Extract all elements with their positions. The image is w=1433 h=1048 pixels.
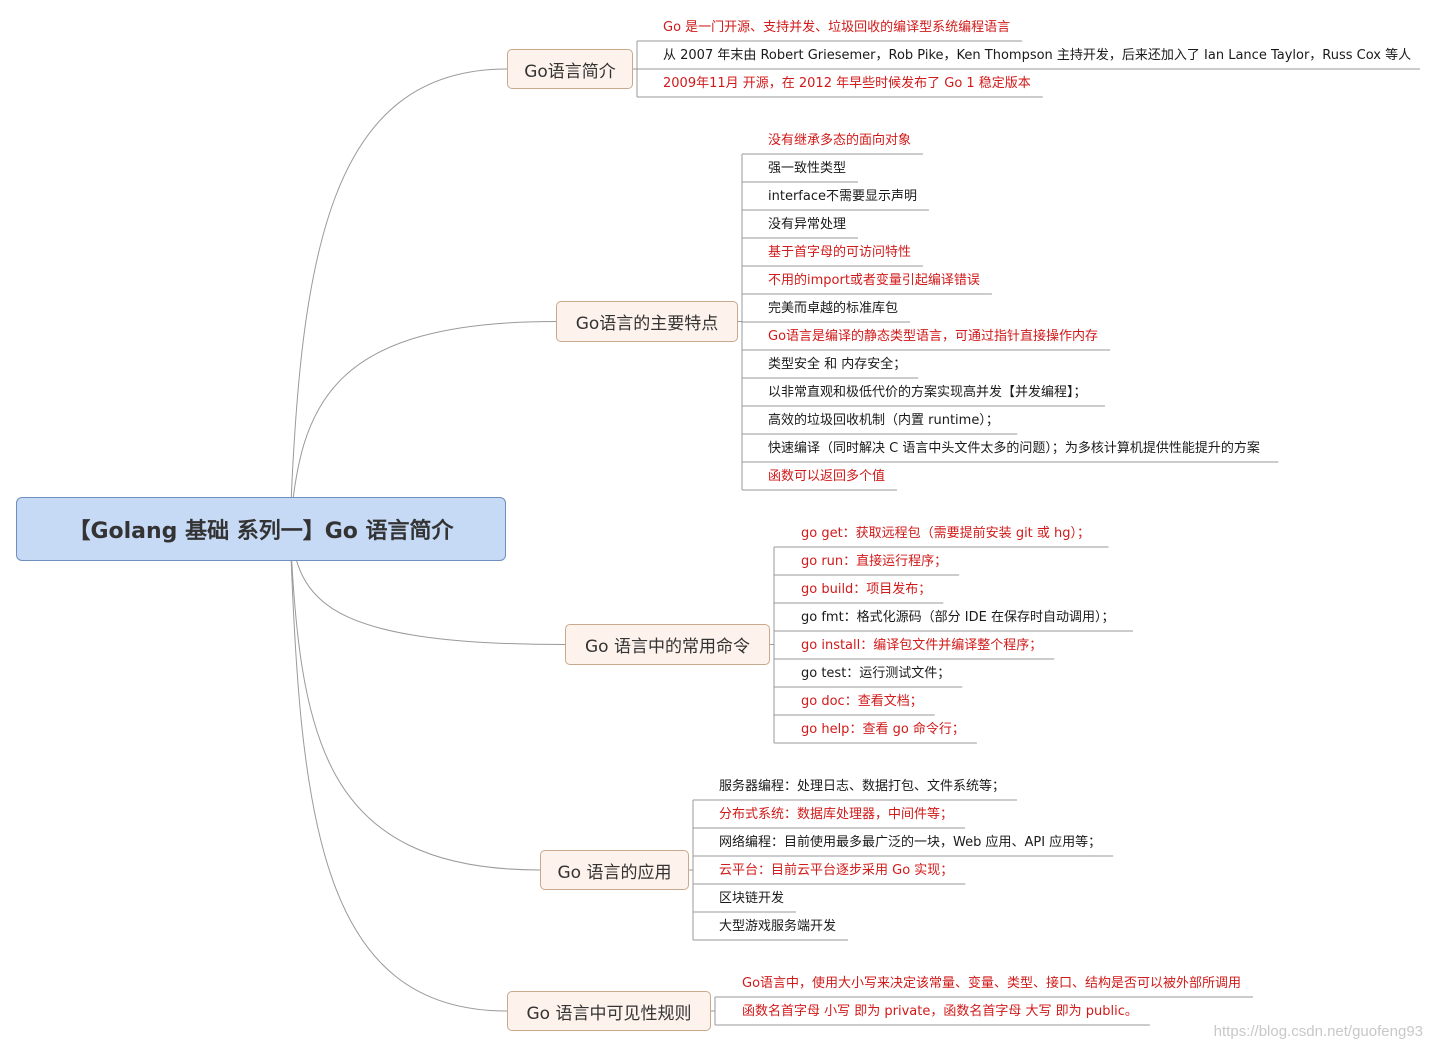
leaf-item[interactable]: 从 2007 年末由 Robert Griesemer，Rob Pike，Ken… [663, 48, 1412, 63]
leaf-item[interactable]: 网络编程：目前使用最多最广泛的一块，Web 应用、API 应用等； [719, 835, 1102, 850]
leaf-item[interactable]: 基于首字母的可访问特性 [768, 245, 912, 260]
leaf-item[interactable]: Go 是一门开源、支持并发、垃圾回收的编译型系统编程语言 [663, 20, 1011, 35]
watermark: https://blog.csdn.net/guofeng93 [1213, 1023, 1423, 1040]
leaf-item[interactable]: interface不需要显示声明 [768, 189, 917, 204]
leaf-item[interactable]: 高效的垃圾回收机制（内置 runtime）； [768, 413, 999, 428]
leaf-item[interactable]: 没有继承多态的面向对象 [768, 133, 912, 148]
leaf-item[interactable]: 以非常直观和极低代价的方案实现高并发【并发编程】； [768, 385, 1087, 400]
leaf-item[interactable]: 完美而卓越的标准库包 [768, 301, 899, 316]
branch-label: Go语言的主要特点 [575, 314, 719, 334]
branch-label: Go语言简介 [524, 61, 616, 82]
leaf-item[interactable]: 区块链开发 [719, 891, 785, 906]
connector-root-to-branch [289, 528, 508, 1012]
leaf-item[interactable]: 函数名首字母 小写 即为 private，函数名首字母 大写 即为 public… [742, 1004, 1138, 1019]
leaf-item[interactable]: go fmt：格式化源码（部分 IDE 在保存时自动调用）； [801, 610, 1115, 625]
leaf-item[interactable]: go install：编译包文件并编译整个程序； [801, 638, 1043, 653]
leaf-item[interactable]: 类型安全 和 内存安全； [768, 357, 907, 372]
branch-node-applications[interactable]: Go 语言的应用 [540, 850, 689, 890]
root-node[interactable]: 【Golang 基础 系列一】Go 语言简介 [16, 497, 506, 561]
branch-node-commands[interactable]: Go 语言中的常用命令 [565, 624, 770, 665]
connector-root-to-branch [289, 528, 541, 871]
leaf-item[interactable]: 强一致性类型 [768, 161, 847, 176]
leaf-item[interactable]: 2009年11月 开源，在 2012 年早些时候发布了 Go 1 稳定版本 [663, 76, 1031, 91]
branch-label: Go 语言的应用 [557, 862, 672, 883]
leaf-item[interactable]: Go语言是编译的静态类型语言，可通过指针直接操作内存 [768, 329, 1099, 344]
leaf-item[interactable]: go doc：查看文档； [801, 694, 923, 709]
connector-root-to-branch [289, 68, 508, 530]
leaf-item[interactable]: 云平台：目前云平台逐步采用 Go 实现； [719, 863, 954, 878]
leaf-item[interactable]: 大型游戏服务端开发 [719, 919, 837, 934]
leaf-item[interactable]: 服务器编程：处理日志、数据打包、文件系统等； [719, 779, 1006, 794]
branch-node-visibility[interactable]: Go 语言中可见性规则 [507, 991, 711, 1031]
leaf-item[interactable]: go test：运行测试文件； [801, 666, 951, 681]
branch-label: Go 语言中可见性规则 [526, 1003, 692, 1024]
leaf-item[interactable]: go run：直接运行程序； [801, 554, 948, 569]
leaf-item[interactable]: Go语言中，使用大小写来决定该常量、变量、类型、接口、结构是否可以被外部所调用 [742, 976, 1242, 991]
leaf-item[interactable]: 没有异常处理 [768, 217, 847, 232]
leaf-item[interactable]: 分布式系统：数据库处理器，中间件等； [719, 807, 954, 822]
branch-node-intro[interactable]: Go语言简介 [507, 49, 633, 89]
leaf-item[interactable]: go get：获取远程包（需要提前安装 git 或 hg）； [801, 526, 1091, 541]
leaf-item[interactable]: 函数可以返回多个值 [768, 469, 886, 484]
branch-label: Go 语言中的常用命令 [585, 637, 750, 657]
leaf-item[interactable]: 不用的import或者变量引起编译错误 [768, 273, 980, 288]
root-title: 【Golang 基础 系列一】Go 语言简介 [68, 519, 454, 544]
connector-root-to-branch [289, 321, 557, 530]
leaf-item[interactable]: go build：项目发布； [801, 582, 932, 597]
leaf-item[interactable]: 快速编译（同时解决 C 语言中头文件太多的问题）；为多核计算机提供性能提升的方案 [768, 441, 1260, 456]
branch-node-features[interactable]: Go语言的主要特点 [556, 301, 738, 342]
leaf-item[interactable]: go help：查看 go 命令行； [801, 722, 965, 737]
